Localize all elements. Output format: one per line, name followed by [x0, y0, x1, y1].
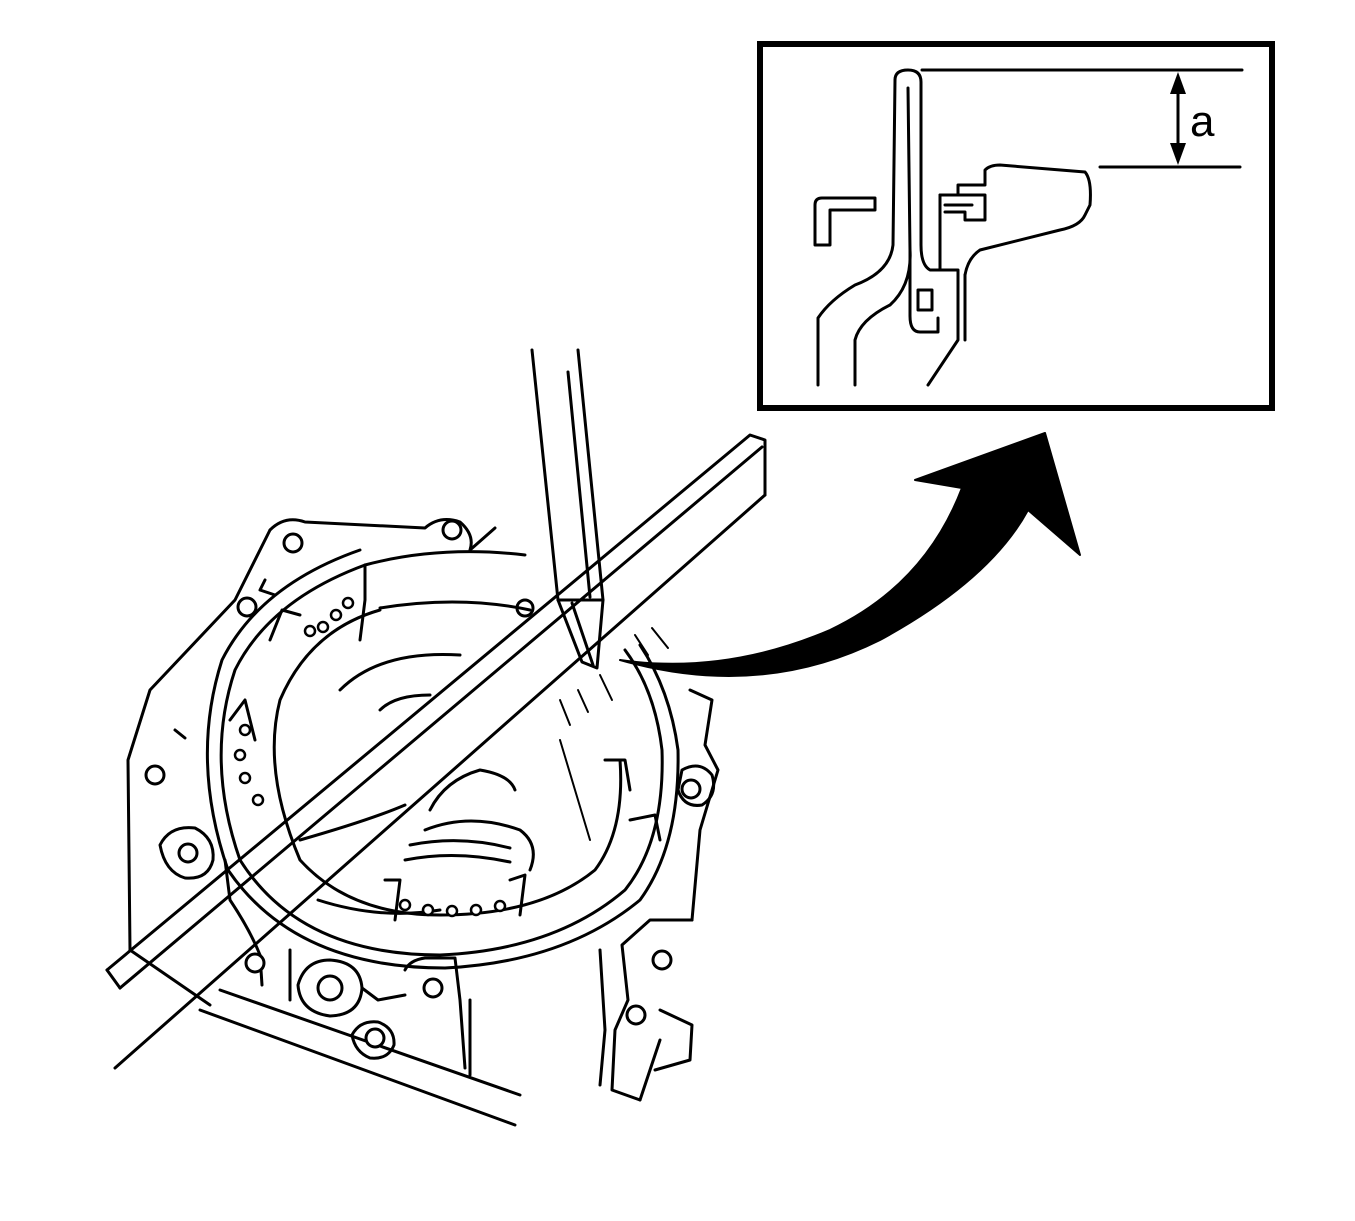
- detail-frame: [757, 41, 1275, 411]
- straight-edge: [105, 433, 767, 1070]
- depth-gauge: [530, 348, 605, 670]
- detail-inset: a: [757, 41, 1275, 411]
- clutch-drum: [173, 548, 680, 970]
- dimension-label-a: a: [1190, 97, 1215, 146]
- curved-arrow: [619, 432, 1081, 677]
- transmission-case: [126, 518, 720, 1127]
